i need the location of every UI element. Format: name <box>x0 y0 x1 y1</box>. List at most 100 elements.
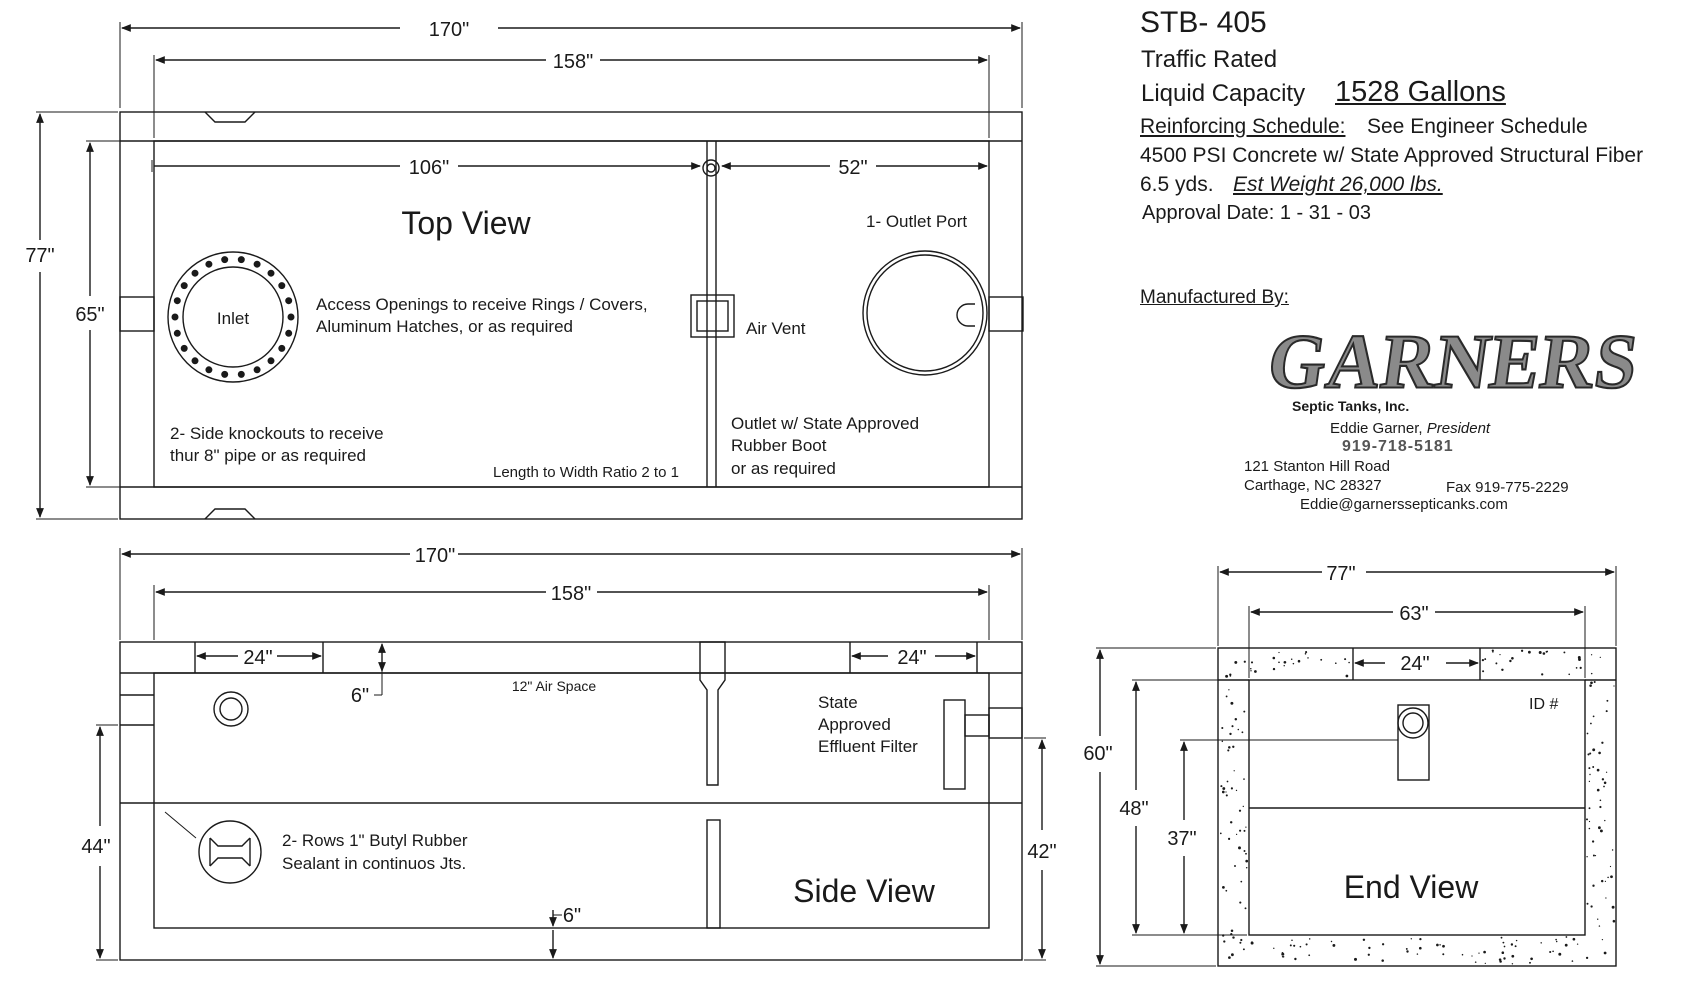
concrete-speck <box>1332 943 1336 947</box>
concrete-speck <box>1305 651 1308 654</box>
concrete-speck <box>1461 953 1464 956</box>
bolt-hole <box>191 269 199 277</box>
concrete-speck <box>1228 956 1231 959</box>
contact-name: Eddie Garner, <box>1330 420 1423 437</box>
concrete-speck <box>1221 740 1224 743</box>
end-view-dimensions <box>1096 566 1617 967</box>
concrete-speck <box>1242 948 1245 951</box>
bolt-hole <box>180 344 188 352</box>
concrete-speck <box>1605 710 1608 713</box>
concrete-speck <box>1604 819 1606 822</box>
concrete-speck <box>1514 945 1517 948</box>
concrete-yards: 6.5 yds. <box>1140 173 1214 196</box>
phone-number: 919-718-5181 <box>1342 438 1454 455</box>
side-dim-44: 44" <box>81 836 110 858</box>
end-dim-37: 37" <box>1167 828 1196 850</box>
concrete-speck <box>1601 741 1604 744</box>
concrete-speck <box>1499 960 1502 963</box>
concrete-speck <box>1591 840 1595 843</box>
concrete-speck <box>1405 947 1408 950</box>
concrete-speck <box>1227 837 1231 841</box>
reinforcing-value: See Engineer Schedule <box>1367 115 1588 138</box>
concrete-speck <box>1592 854 1595 857</box>
concrete-speck <box>1471 955 1473 957</box>
bolt-hole <box>205 260 213 268</box>
concrete-speck <box>1598 826 1601 830</box>
concrete-speck <box>1291 939 1293 941</box>
concrete-speck <box>1599 805 1602 809</box>
bolt-hole <box>278 282 286 290</box>
concrete-speck <box>1237 728 1240 731</box>
concrete-speck <box>1305 943 1308 946</box>
bolt-hole <box>191 357 199 365</box>
concrete-speck <box>1243 850 1246 852</box>
concrete-speck <box>1239 829 1242 832</box>
concrete-speck <box>1348 661 1350 664</box>
bolt-hole <box>171 313 179 321</box>
concrete-speck <box>1238 809 1242 812</box>
concrete-speck <box>1436 943 1439 947</box>
garners-logo: GARNERS <box>1262 318 1645 406</box>
concrete-speck <box>1607 876 1609 879</box>
concrete-speck <box>1558 952 1562 956</box>
concrete-speck <box>1541 673 1544 676</box>
concrete-speck <box>1491 649 1494 652</box>
concrete-speck <box>1292 662 1295 665</box>
bolt-hole <box>173 329 181 337</box>
concrete-speck <box>1250 670 1252 672</box>
concrete-speck <box>1565 936 1568 938</box>
concrete-speck <box>1592 884 1595 887</box>
concrete-speck <box>1368 946 1371 950</box>
concrete-speck <box>1599 799 1602 802</box>
concrete-speck <box>1344 658 1347 661</box>
end-view <box>1217 647 1617 967</box>
inlet-label: Inlet <box>217 309 249 328</box>
concrete-speck <box>1592 748 1596 752</box>
concrete-speck <box>1588 807 1591 810</box>
top-dim-106: 106" <box>409 157 449 179</box>
concrete-speck <box>1304 653 1307 655</box>
concrete-speck <box>1599 829 1603 833</box>
concrete-speck <box>1604 880 1607 883</box>
manufactured-by-label: Manufactured By: <box>1140 287 1289 308</box>
concrete-speck <box>1611 905 1615 909</box>
concrete-speck <box>1529 961 1531 964</box>
knockout-note-line-2: thur 8" pipe or as required <box>170 446 366 465</box>
concrete-speck <box>1243 829 1246 832</box>
side-dim-158: 158" <box>551 583 591 605</box>
bolt-hole <box>205 366 213 374</box>
bolt-hole <box>267 269 275 277</box>
top-dim-158: 158" <box>553 51 593 73</box>
concrete-speck <box>1511 963 1514 965</box>
concrete-speck <box>1588 767 1591 770</box>
bolt-hole <box>180 282 188 290</box>
concrete-speck <box>1586 902 1589 905</box>
concrete-speck <box>1245 859 1249 863</box>
concrete-speck <box>1572 937 1576 941</box>
bolt-hole <box>221 370 229 378</box>
concrete-speck <box>1354 957 1357 961</box>
concrete-speck <box>1571 960 1574 962</box>
concrete-speck <box>1499 654 1501 656</box>
concrete-speck <box>1484 658 1487 661</box>
concrete-speck <box>1228 689 1230 691</box>
filter-note-line-2: Approved <box>818 715 891 734</box>
concrete-speck <box>1381 959 1384 962</box>
concrete-speck <box>1598 751 1601 755</box>
concrete-speck <box>1588 827 1591 830</box>
filter-note-line-3: Effluent Filter <box>818 737 918 756</box>
concrete-speck <box>1299 945 1302 948</box>
concrete-speck <box>1225 794 1228 797</box>
concrete-speck <box>1511 954 1515 958</box>
filter-note-line-1: State <box>818 693 858 712</box>
effluent-filter <box>943 699 966 790</box>
concrete-speck <box>1307 657 1309 659</box>
concrete-speck <box>1278 651 1280 654</box>
concrete-speck <box>1590 672 1593 675</box>
concrete-speck <box>1220 785 1223 788</box>
concrete-speck <box>1230 701 1234 705</box>
concrete-speck <box>1410 938 1413 940</box>
ratio-note: Length to Width Ratio 2 to 1 <box>493 464 679 481</box>
end-view-outer-outline <box>1217 647 1617 967</box>
